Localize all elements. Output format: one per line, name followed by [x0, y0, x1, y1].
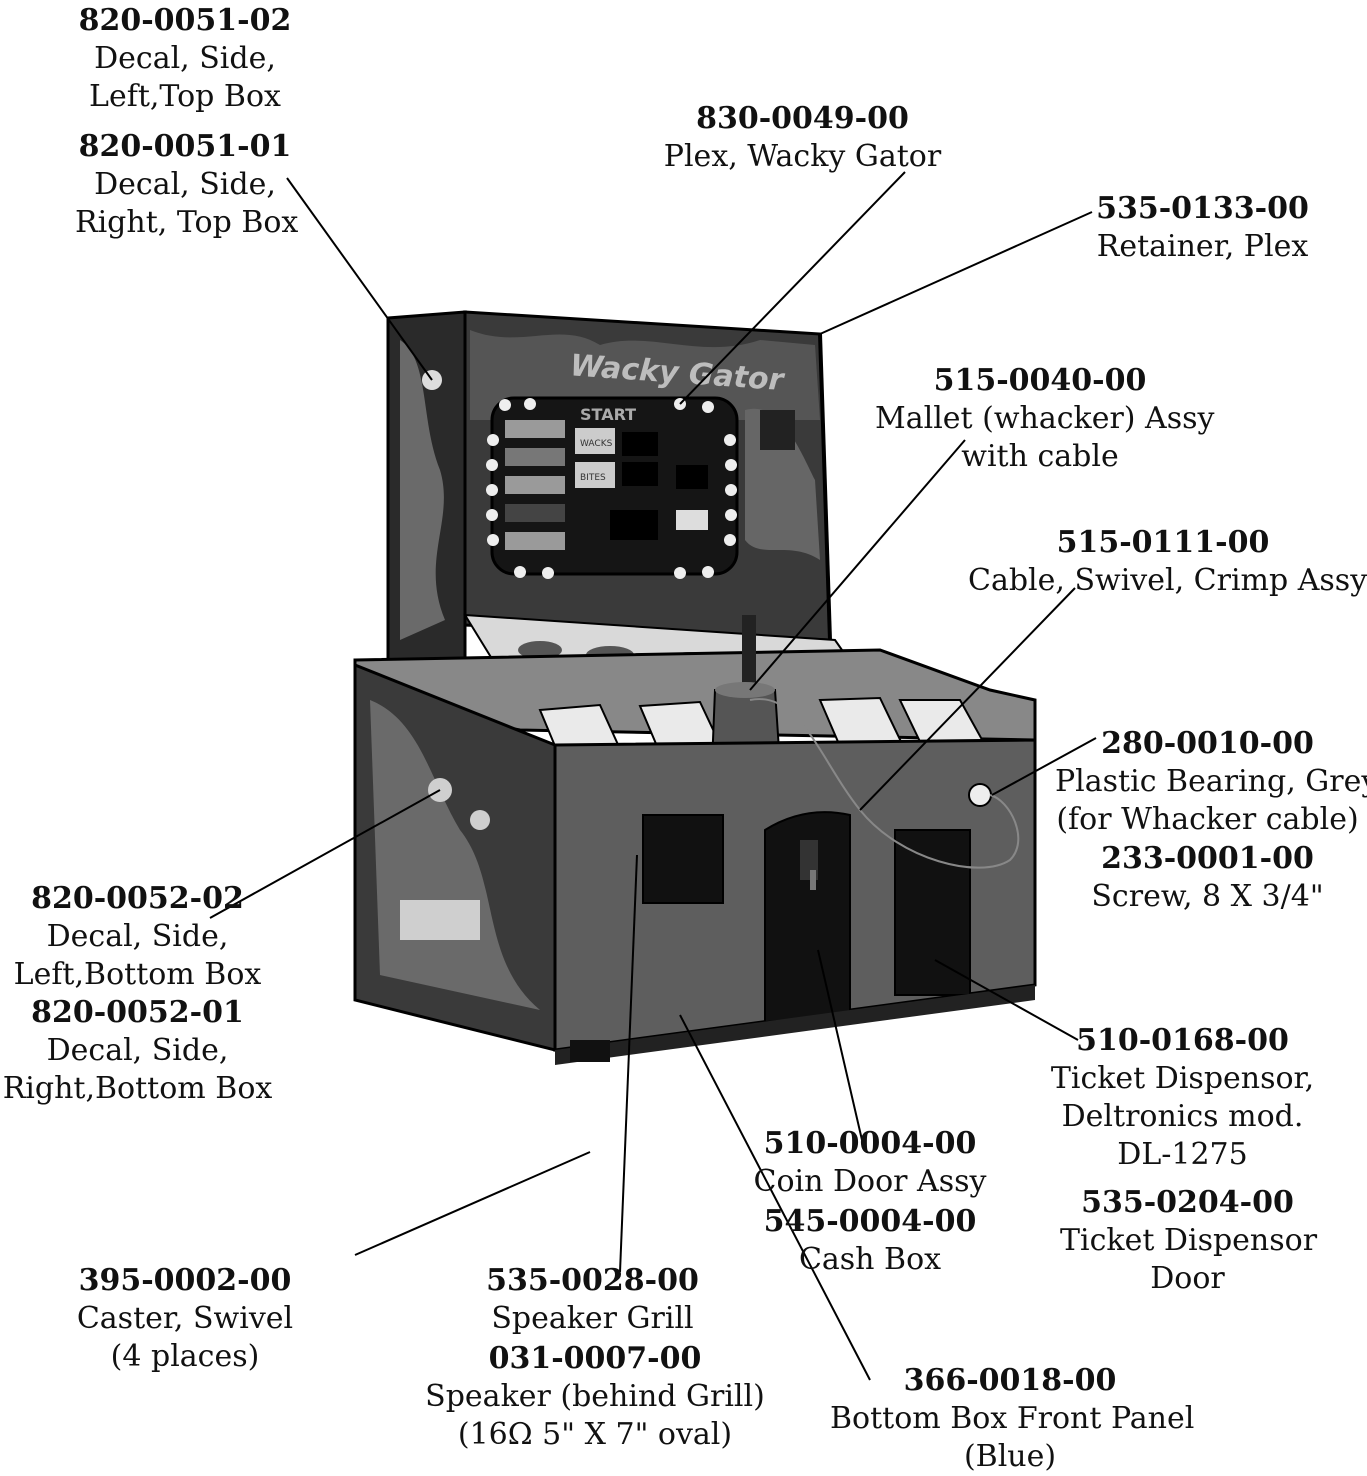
- callout-233-0001-00: 233-0001-00 Screw, 8 X 3/4": [1070, 840, 1345, 916]
- callout-545-0004-00: 545-0004-00 Cash Box: [745, 1203, 995, 1279]
- part-desc-line: Ticket Dispensor: [1060, 1223, 1318, 1258]
- callout-031-0007-00: 031-0007-00 Speaker (behind Grill) (16Ω …: [425, 1340, 765, 1454]
- part-desc-line: DL-1275: [1117, 1137, 1248, 1172]
- part-desc-line: Mallet (whacker) Assy: [875, 401, 1215, 436]
- part-number: 031-0007-00: [488, 1341, 702, 1376]
- part-number: 366-0018-00: [903, 1363, 1117, 1398]
- part-desc-line: Decal, Side,: [46, 1033, 229, 1068]
- part-number: 515-0111-00: [1056, 525, 1270, 560]
- part-number: 535-0028-00: [486, 1263, 699, 1298]
- part-desc-line: Left,Bottom Box: [13, 957, 262, 992]
- part-desc-line: Door: [1150, 1261, 1225, 1296]
- callout-830-0049-00: 830-0049-00 Plex, Wacky Gator: [660, 100, 945, 176]
- part-desc-line: (Blue): [963, 1439, 1057, 1474]
- part-desc-line: with cable: [961, 439, 1119, 474]
- part-number: 515-0040-00: [933, 363, 1147, 398]
- part-desc-line: Coin Door Assy: [753, 1164, 987, 1199]
- part-desc-line: Cash Box: [798, 1242, 942, 1277]
- callout-820-0051-01: 820-0051-01 Decal, Side, Right, Top Box: [75, 128, 299, 242]
- coin-door: [764, 811, 851, 1024]
- callout-820-0052-01: 820-0052-01 Decal, Side, Right,Bottom Bo…: [0, 994, 275, 1108]
- part-desc-line: (4 places): [110, 1339, 260, 1374]
- ticket-dispenser-door: [894, 829, 971, 996]
- callout-395-0002-00: 395-0002-00 Caster, Swivel (4 places): [60, 1262, 310, 1376]
- plastic-bearing: [968, 783, 992, 807]
- part-desc-line: Screw, 8 X 3/4": [1091, 879, 1324, 914]
- score-panels: [505, 420, 708, 550]
- speaker-grill: [642, 814, 724, 904]
- part-desc-line: Decal, Side,: [94, 167, 276, 202]
- callout-510-0168-00: 510-0168-00 Ticket Dispensor, Deltronics…: [1050, 1022, 1315, 1174]
- callout-366-0018-00: 366-0018-00 Bottom Box Front Panel (Blue…: [830, 1362, 1195, 1476]
- wacks-label: WACKS: [580, 439, 613, 449]
- callout-820-0052-02: 820-0052-02 Decal, Side, Left,Bottom Box: [0, 880, 275, 994]
- callout-515-0040-00: 515-0040-00 Mallet (whacker) Assy with c…: [875, 362, 1215, 476]
- part-desc-line: (for Whacker cable): [1056, 802, 1359, 837]
- part-desc-line: Right,Bottom Box: [2, 1071, 273, 1106]
- part-number: 820-0052-02: [31, 881, 244, 916]
- callout-535-0028-00: 535-0028-00 Speaker Grill: [445, 1262, 740, 1338]
- part-desc-line: (16Ω 5" X 7" oval): [457, 1417, 733, 1452]
- part-desc-line: Cable, Swivel, Crimp Assy: [968, 563, 1367, 598]
- part-desc-line: Decal, Side,: [94, 41, 276, 76]
- callout-535-0204-00: 535-0204-00 Ticket Dispensor Door: [1060, 1184, 1318, 1298]
- callout-510-0004-00: 510-0004-00 Coin Door Assy: [745, 1125, 995, 1201]
- part-desc-line: Retainer, Plex: [1096, 229, 1309, 264]
- part-desc-line: Deltronics mod.: [1061, 1099, 1304, 1134]
- part-number: 820-0051-01: [78, 129, 292, 164]
- part-desc-line: Caster, Swivel: [76, 1301, 294, 1336]
- part-desc-line: Speaker (behind Grill): [425, 1379, 765, 1414]
- callout-280-0010-00: 280-0010-00 Plastic Bearing, Grey (for W…: [1055, 725, 1367, 839]
- part-number: 395-0002-00: [78, 1263, 292, 1298]
- bites-label: BITES: [580, 473, 606, 483]
- part-desc-line: Bottom Box Front Panel: [830, 1401, 1195, 1436]
- whacker-cable: [749, 698, 1020, 869]
- part-number: 830-0049-00: [696, 101, 909, 136]
- part-number: 820-0051-02: [78, 3, 292, 38]
- part-desc-line: Left,Top Box: [89, 79, 281, 114]
- marquee-lights: [486, 398, 737, 579]
- part-number: 510-0168-00: [1076, 1023, 1289, 1058]
- part-desc-line: Plastic Bearing, Grey: [1055, 764, 1367, 799]
- part-desc-line: Decal, Side,: [46, 919, 229, 954]
- part-desc-line: Ticket Dispensor,: [1050, 1061, 1315, 1096]
- part-number: 535-0133-00: [1096, 191, 1309, 226]
- leader-lines: [209, 171, 1097, 1381]
- part-desc-line: Plex, Wacky Gator: [663, 139, 942, 174]
- caster: [570, 1040, 610, 1062]
- part-desc-line: Right, Top Box: [75, 205, 299, 240]
- part-desc-line: Speaker Grill: [491, 1301, 694, 1336]
- gator-art-top: [400, 340, 445, 640]
- callout-535-0133-00: 535-0133-00 Retainer, Plex: [1095, 190, 1310, 266]
- part-number: 820-0052-01: [31, 995, 244, 1030]
- part-number: 233-0001-00: [1101, 841, 1314, 876]
- part-number: 545-0004-00: [763, 1204, 977, 1239]
- start-label: START: [580, 405, 636, 424]
- part-number: 280-0010-00: [1101, 726, 1314, 761]
- callout-820-0051-02: 820-0051-02 Decal, Side, Left,Top Box: [75, 2, 295, 116]
- part-number: 510-0004-00: [763, 1126, 977, 1161]
- part-number: 535-0204-00: [1081, 1185, 1294, 1220]
- callout-515-0111-00: 515-0111-00 Cable, Swivel, Crimp Assy: [968, 524, 1367, 600]
